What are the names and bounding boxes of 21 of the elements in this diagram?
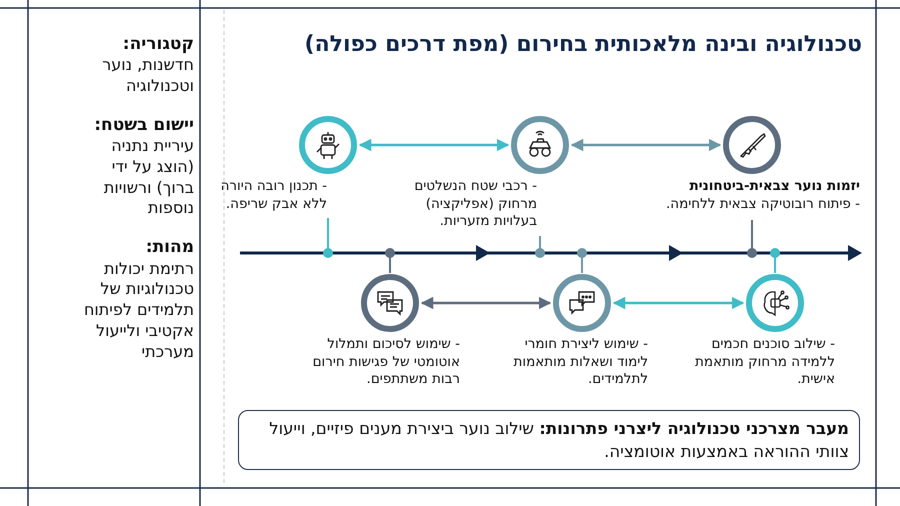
summary-box: מעבר מצרכני טכנולוגיה ליצרני פתרונות: שילוב נוער ביצירת מענים פיזיים, וייעול צוותי ההוראה באמצעות אוטומציה. (238, 410, 860, 470)
icon-circle (510, 115, 570, 175)
item-description: - שימוש ליצירת חומרי לימוד ושאלות מותאמות לתלמידים. (512, 336, 648, 389)
section-text: רתימת יכולות טכנולוגיות של תלמידים לפיתוח אקטיבי ולייעול מערכתי (82, 258, 194, 363)
icon-circle (552, 273, 612, 333)
diagram-title: טכנולוגיה ובינה מלאכותית בחירום (מפת דרכים כפולה) (304, 32, 862, 57)
item-description: - רכבי שטח הנשלטים מרחוק (אפליקציה) בעלויות מזעריות. (413, 178, 537, 231)
section-text: חדשנות, נוער וטכנולוגיה (101, 55, 194, 97)
section-text: עיריית נתניה (הוצג על ידי ברוך) ורשויות נוספות (102, 136, 194, 220)
item-description: - פיתוח רובוטיקה צבאית ללחימה. (664, 196, 860, 214)
section-heading: יישום בשטח: (93, 114, 194, 136)
icon-circle (745, 273, 805, 333)
item-description: - תכנון רובה היורה ללא אבק שריפה. (220, 178, 327, 214)
section-heading: מהות: (144, 237, 194, 259)
icon-circle (298, 115, 358, 175)
section-heading: קטגוריה: (122, 34, 194, 56)
icon-circle (722, 115, 782, 175)
item-heading: יזמות נוער צבאית-ביטחונית (688, 178, 860, 196)
item-description: - שילוב סוכנים חכמים ללמידה מרחוק מותאמת אישית. (694, 336, 835, 389)
icon-circle (360, 273, 420, 333)
item-description: - שימוש לסיכום ותמלול אוטומטי של פגישות חירום רבות משתתפים. (312, 336, 460, 389)
